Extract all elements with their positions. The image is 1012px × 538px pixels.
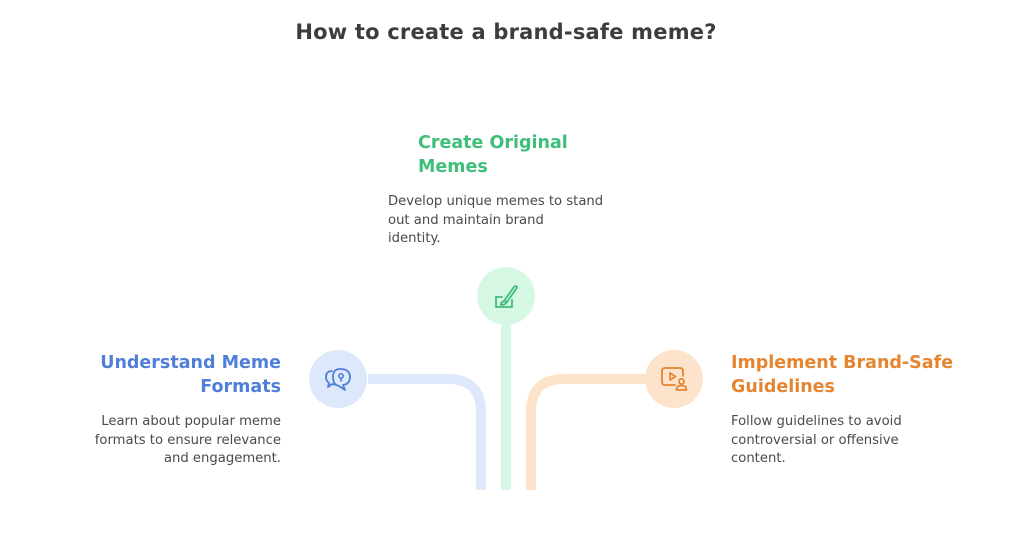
implement-title-line: Implement Brand-Safe [731,353,954,373]
create-step-title: Create Original Memes [418,131,568,179]
implement-step-description: Follow guidelines to avoid controversial… [731,413,902,469]
create-desc-line: Develop unique memes to stand [388,194,604,209]
implement-step-title: Implement Brand-Safe Guidelines [731,351,953,399]
create-desc-line: identity. [388,231,441,247]
connector-understand [368,374,486,490]
understand-icon-circle [309,350,367,408]
paint-brush-icon [495,285,518,308]
diagram-title: How to create a brand-safe meme? [295,20,717,44]
understand-desc-line: formats to ensure relevance [94,432,281,448]
create-step-description: Develop unique memes to stand out and ma… [388,193,603,249]
understand-step-title: Understand Meme Formats [40,351,281,399]
create-title-line: Create Original [418,133,568,153]
understand-step-description: Learn about popular meme formats to ensu… [40,413,281,469]
chat-bubbles-icon [325,368,351,391]
implement-desc-line: controversial or offensive [731,432,899,448]
understand-title-line: Formats [200,377,281,397]
connector-implement [526,374,646,490]
implement-desc-line: content. [731,451,786,467]
understand-desc-line: Learn about popular meme [101,414,281,429]
understand-title-line: Understand Meme [100,353,281,373]
implement-title-line: Guidelines [731,377,835,397]
create-title-line: Memes [418,157,488,177]
implement-desc-line: Follow guidelines to avoid [731,414,902,429]
video-user-icon [661,367,688,391]
create-icon-circle [477,267,535,325]
create-desc-line: out and maintain brand [388,212,544,228]
understand-desc-line: and engagement. [163,451,281,467]
implement-icon-circle [645,350,703,408]
